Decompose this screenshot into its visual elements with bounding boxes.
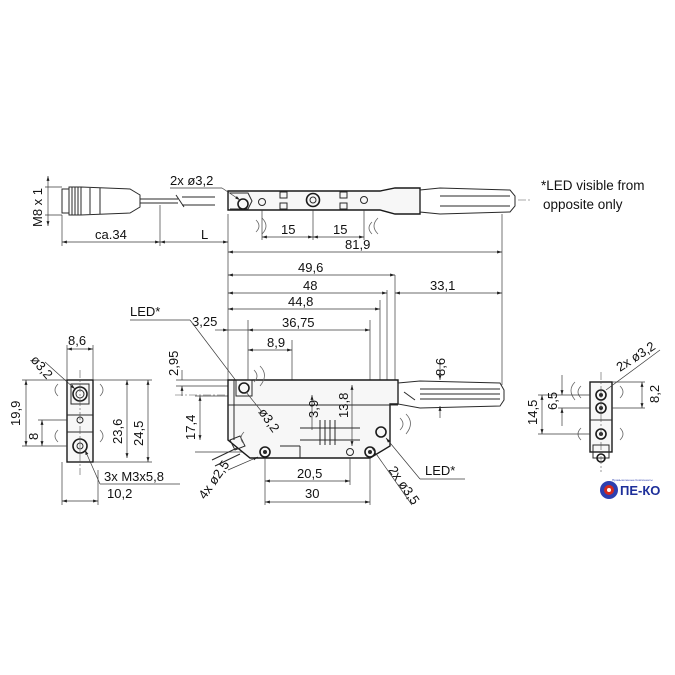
right-end-view: 2x ø3,2 14,5 6,5 8,2 — [525, 338, 662, 472]
dim-2x-3-5: 2x ø3,5 — [386, 463, 423, 507]
right-dim-8-2: 8,2 — [647, 385, 662, 403]
cable-length: ca.34 — [95, 227, 127, 242]
top-view: M8 x 1 ca.34 L 2x ø3,2 15 15 81,9 — [30, 173, 530, 255]
dim-3-25: 3,25 — [192, 314, 217, 329]
left-dim-19-9: 19,9 — [8, 401, 23, 426]
dim-13-8: 13,8 — [336, 393, 351, 418]
right-dim-14-5: 14,5 — [525, 400, 540, 425]
top-spacing-b: 15 — [333, 222, 347, 237]
left-dim-8: 8 — [26, 433, 41, 440]
top-spacing-a: 15 — [281, 222, 295, 237]
led-note-line2: opposite only — [543, 197, 623, 212]
thread-label: M8 x 1 — [30, 188, 45, 227]
dim-8-9: 8,9 — [267, 335, 285, 350]
left-dim-10-2: 10,2 — [107, 486, 132, 501]
logo-text: ПЕ-КО — [620, 483, 660, 498]
length-var: L — [201, 227, 208, 242]
left-hole-3-2: ø3,2 — [28, 352, 56, 382]
side-view: 49,6 48 33,1 44,8 36,75 3,25 LED* 8,9 2,… — [130, 255, 505, 507]
left-end-view: 8,6 ø3,2 19,9 8 23,6 24,5 3x M3x5,8 10,2 — [8, 333, 180, 505]
led-label-bottom: LED* — [425, 463, 455, 478]
dim-33-1: 33,1 — [430, 278, 455, 293]
dim-2-95: 2,95 — [166, 351, 181, 376]
left-dim-24-5: 24,5 — [131, 421, 146, 446]
top-overall-length: 81,9 — [345, 237, 370, 252]
left-threads: 3x M3x5,8 — [104, 469, 164, 484]
logo-tagline: Промышленные Компоненты — [612, 478, 653, 482]
dim-4x-2-5: 4x ø2,5 — [195, 458, 232, 502]
dim-3-9: 3,9 — [306, 400, 321, 418]
led-note-line1: *LED visible from — [541, 178, 645, 193]
led-note: *LED visible from opposite only — [541, 178, 645, 212]
left-dim-8-6: 8,6 — [68, 333, 86, 348]
dim-44-8: 44,8 — [288, 294, 313, 309]
dim-17-4: 17,4 — [183, 415, 198, 440]
dim-30: 30 — [305, 486, 319, 501]
dim-36-75: 36,75 — [282, 315, 315, 330]
right-dim-6-5: 6,5 — [545, 392, 560, 410]
dim-49-6: 49,6 — [298, 260, 323, 275]
left-dim-23-6: 23,6 — [110, 419, 125, 444]
dim-20-5: 20,5 — [297, 466, 322, 481]
top-holes-label: 2x ø3,2 — [170, 173, 213, 188]
dim-8-6-side: 8,6 — [433, 358, 448, 376]
company-logo: Промышленные Компоненты ПЕ-КО — [600, 478, 660, 499]
led-label-top: LED* — [130, 304, 160, 319]
dim-48: 48 — [303, 278, 317, 293]
